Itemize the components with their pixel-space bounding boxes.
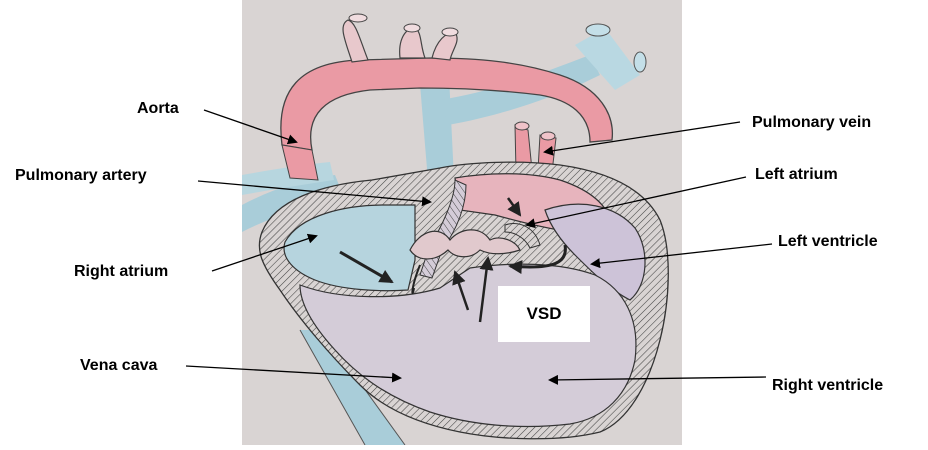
label-left-ventricle: Left ventricle — [778, 234, 878, 250]
label-left-atrium: Left atrium — [755, 167, 838, 183]
vsd-label-box: VSD — [498, 286, 590, 342]
pulmonary-artery-opening-2 — [634, 52, 646, 72]
label-pulmonary-artery: Pulmonary artery — [15, 168, 147, 184]
label-aorta: Aorta — [137, 101, 179, 117]
label-right-atrium: Right atrium — [74, 264, 168, 280]
label-right-ventricle: Right ventricle — [772, 378, 883, 394]
label-pulmonary-vein: Pulmonary vein — [752, 115, 871, 131]
vsd-label: VSD — [527, 304, 562, 324]
label-vena-cava: Vena cava — [80, 358, 157, 374]
pulmonary-artery-opening — [586, 24, 610, 36]
